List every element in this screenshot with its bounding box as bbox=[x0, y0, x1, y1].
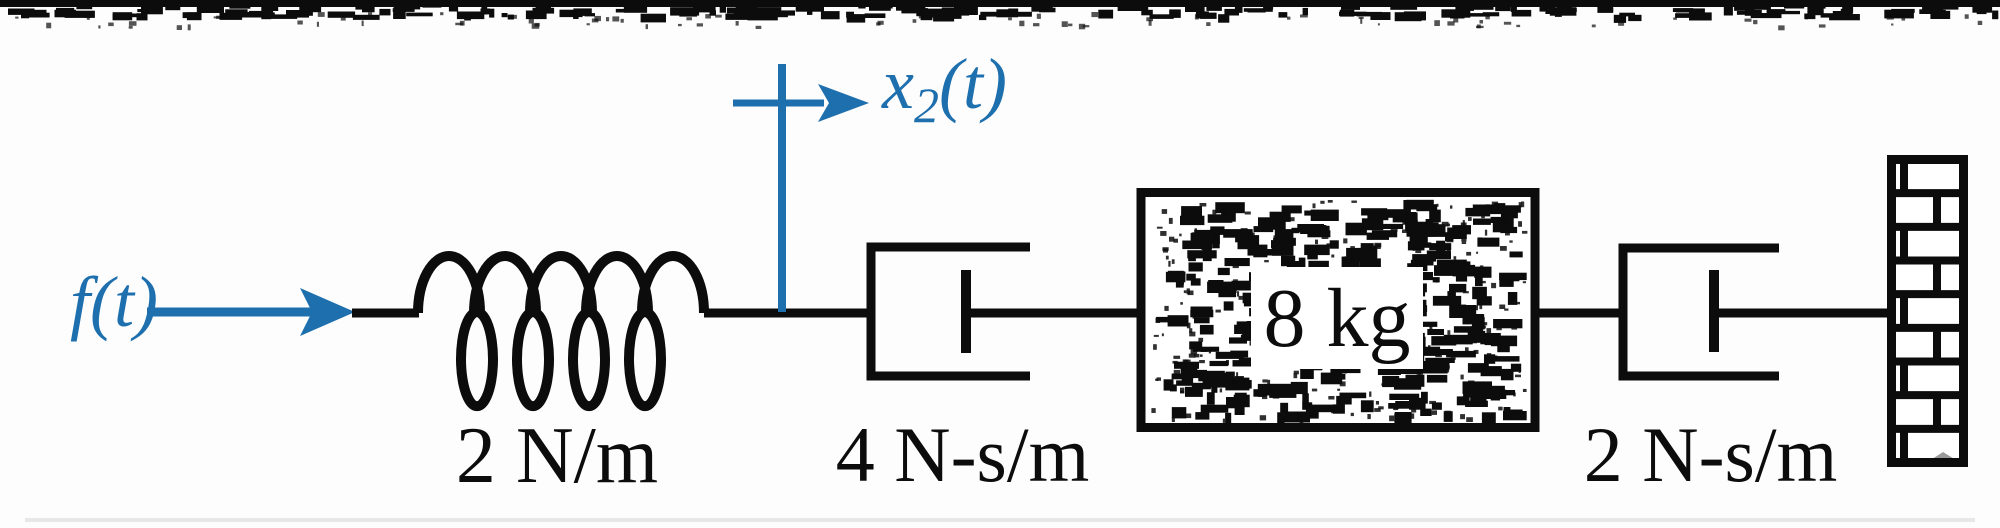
brick-wall bbox=[1887, 155, 1968, 467]
damper1-value-label: 4 N-s/m bbox=[835, 411, 1090, 498]
force-label: f(t) bbox=[44, 266, 184, 338]
displacement-label: x2(t) bbox=[882, 48, 1007, 130]
force-arrow bbox=[147, 288, 355, 336]
top-edge-noise bbox=[0, 0, 2000, 31]
force-arrowhead-icon bbox=[300, 288, 355, 336]
displacement-arrowhead-icon bbox=[818, 84, 869, 122]
displacement-label-subscript: 2 bbox=[913, 77, 939, 133]
displacement-label-rest: (t) bbox=[938, 44, 1007, 124]
wall-border bbox=[1887, 155, 1968, 467]
damper2-symbol bbox=[1618, 243, 1890, 381]
damper2-cylinder bbox=[1618, 243, 1779, 381]
damper2-value-label: 2 N-s/m bbox=[1583, 411, 1838, 498]
damper1-cylinder bbox=[866, 242, 1030, 381]
spring-value-label: 2 N/m bbox=[455, 412, 659, 500]
damper1-symbol bbox=[866, 242, 1140, 381]
displacement-label-base: x bbox=[882, 44, 914, 124]
force-label-text: f(t) bbox=[70, 262, 158, 342]
bottom-edge-band bbox=[25, 518, 1975, 522]
brick-wall-joints bbox=[1891, 159, 1964, 463]
displacement-marker bbox=[733, 64, 869, 312]
spring-coil bbox=[413, 251, 709, 412]
mass-value-label: 8 kg bbox=[1251, 267, 1423, 369]
